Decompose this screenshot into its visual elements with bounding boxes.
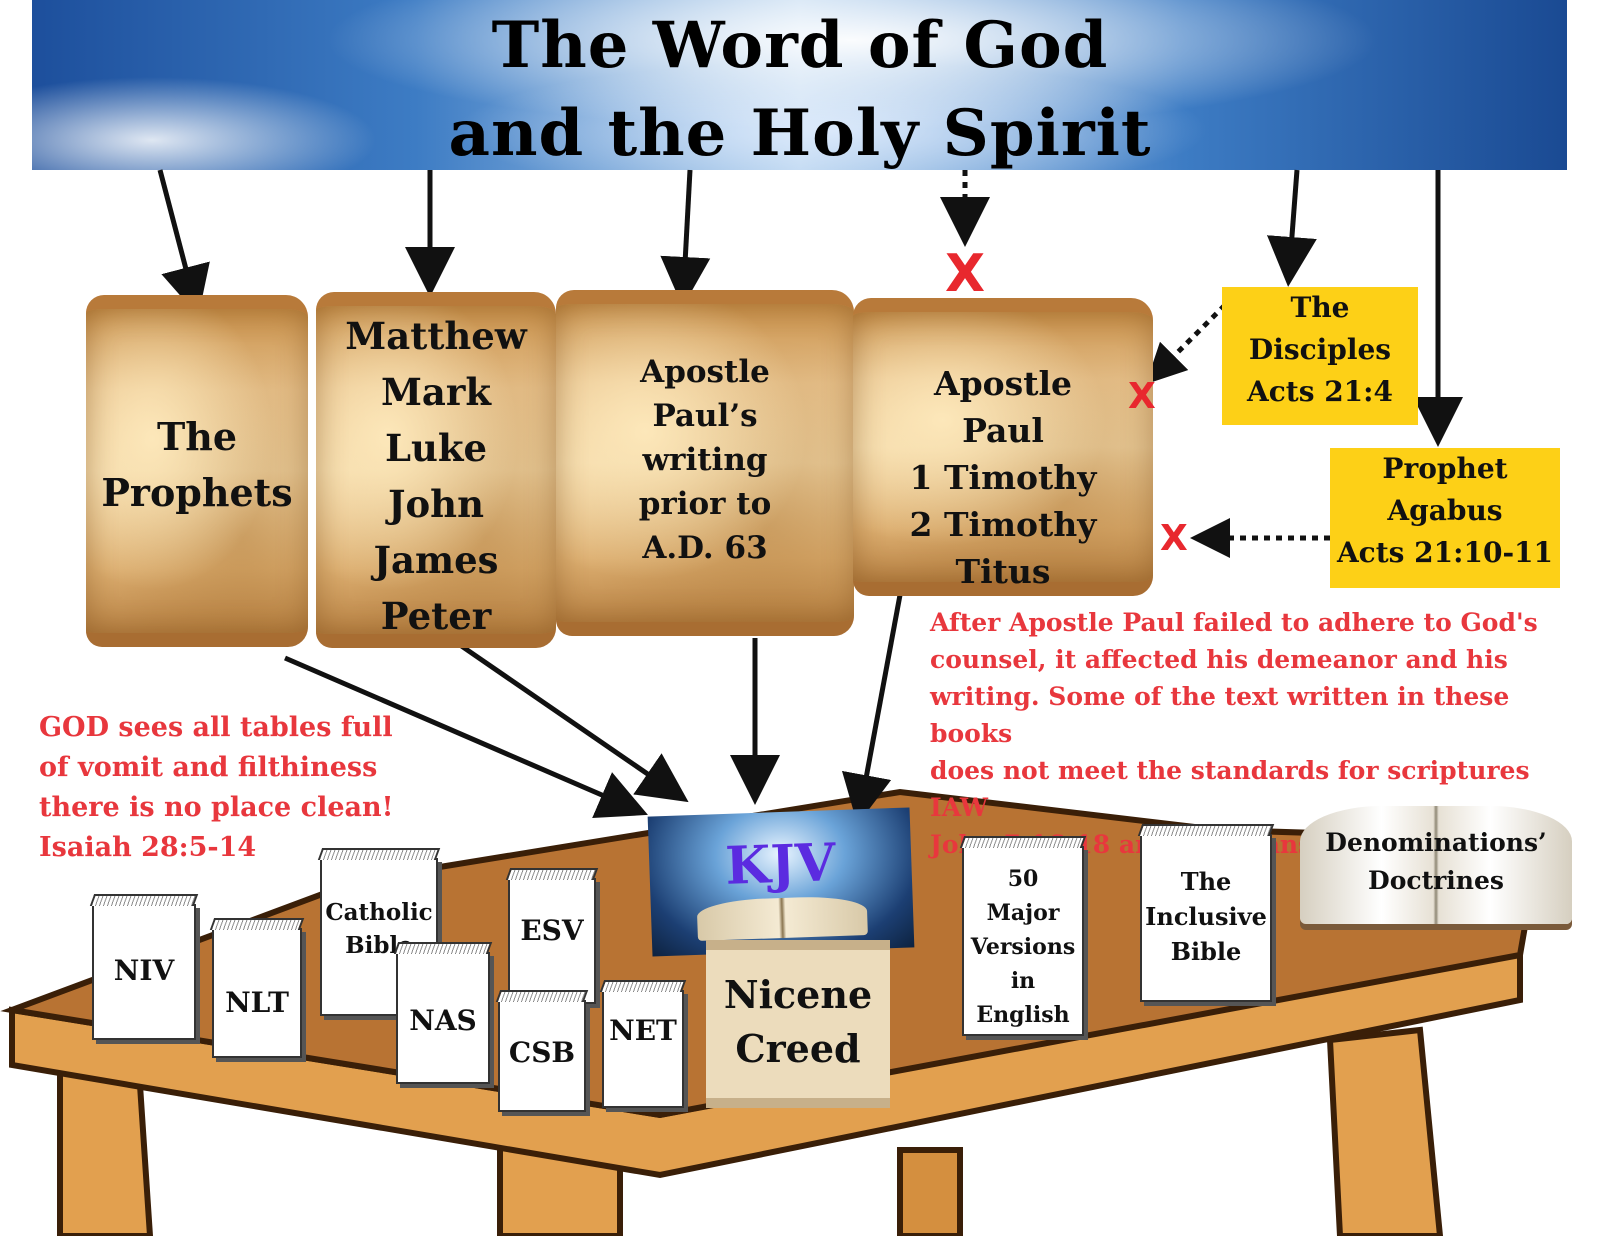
note-paul-line-4: does not meet the standards for scriptur… [930,756,1530,822]
scroll-gospels-line-3: Luke [384,426,488,470]
book-fifty-line-4: in [1010,968,1036,994]
book-inclusive-line-2: Inclusive [1145,902,1267,931]
scroll-prophets-line-2: Prophets [101,470,293,515]
note-god-line-3: there is no place clean! [39,792,394,823]
book-niv: NIV [92,904,196,1040]
denominations-line-2: Doctrines [1368,866,1504,895]
note-paul: After Apostle Paul failed to adhere to G… [930,604,1590,863]
book-fifty-line-1: 50 [1007,866,1039,892]
kjv-bible-image: KJV [647,807,915,957]
scroll-prophets: The Prophets [86,295,308,647]
book-fifty-versions: 50 Major Versions in English [962,846,1084,1036]
red-x-mark-agabus: X [1160,518,1188,559]
note-god-line-4: Isaiah 28:5-14 [39,832,257,863]
book-inclusive: The Inclusive Bible [1140,834,1272,1002]
book-inclusive-line-1: The [1180,867,1232,896]
red-x-mark-disciples: X [1128,376,1156,417]
nicene-line-1: Nicene [723,972,873,1017]
sky-banner [32,0,1567,170]
note-paul-line-3: writing. Some of the text written in the… [930,682,1510,748]
scroll-paul-later-line-2: Paul [962,411,1044,450]
box-agabus: Prophet Agabus Acts 21:10-11 [1330,448,1560,588]
book-net: NET [602,990,684,1108]
book-csb: CSB [498,1000,586,1112]
note-god-line-2: of vomit and filthiness [39,752,378,783]
box-disciples-line-3: Acts 21:4 [1246,375,1393,408]
box-agabus-line-3: Acts 21:10-11 [1336,536,1554,569]
scroll-paul-later-line-4: 2 Timothy [909,505,1097,544]
scroll-paul-prior: Apostle Paul’s writing prior to A.D. 63 [556,290,854,636]
box-agabus-line-2: Agabus [1387,494,1503,527]
scroll-prophets-line-1: The [156,414,238,459]
note-paul-line-2: counsel, it affected his demeanor and hi… [930,645,1508,674]
book-fifty-line-3: Versions [970,934,1076,960]
note-paul-line-1: After Apostle Paul failed to adhere to G… [930,608,1538,637]
box-disciples-line-1: The [1290,291,1350,324]
scroll-gospels-line-5: James [373,538,499,582]
book-esv: ESV [508,878,596,1004]
kjv-label: KJV [724,832,837,897]
scroll-paul-prior-line-2: Paul’s [652,398,758,434]
scroll-paul-later-line-1: Apostle [933,364,1073,403]
book-fifty-line-2: Major [986,900,1060,926]
nicene-line-2: Creed [735,1026,861,1071]
book-fifty-line-5: English [976,1002,1070,1028]
denominations-line-1: Denominations’ [1325,828,1547,857]
nicene-creed-scroll: Nicene Creed [706,940,890,1108]
scroll-gospels-line-1: Matthew [345,314,527,358]
book-inclusive-line-3: Bible [1170,937,1242,966]
denominations-book: Denominations’ Doctrines [1300,806,1572,924]
box-disciples-line-2: Disciples [1248,333,1392,366]
note-god: GOD sees all tables full of vomit and fi… [39,708,419,868]
scroll-gospels-line-2: Mark [380,370,492,414]
scroll-paul-prior-line-1: Apostle [640,354,770,390]
title-line-2: and the Holy Spirit [448,96,1152,171]
scroll-paul-later-line-3: 1 Timothy [909,458,1097,497]
book-nlt: NLT [212,928,302,1058]
arrows [157,169,1463,825]
box-agabus-line-1: Prophet [1382,452,1508,485]
table-legs [57,1026,1444,1236]
scroll-gospels: Matthew Mark Luke John James Peter [316,292,556,648]
scroll-paul-prior-line-5: A.D. 63 [642,530,768,566]
scroll-gospels-line-6: Peter [380,594,492,638]
scroll-paul-later: Apostle Paul 1 Timothy 2 Timothy Titus [853,298,1153,596]
scroll-paul-later-line-5: Titus [955,552,1051,591]
box-disciples: The Disciples Acts 21:4 [1222,287,1418,425]
book-catholic-line-1: Catholic [325,899,433,926]
red-x-mark: X [945,244,986,304]
scroll-paul-prior-line-3: writing [642,442,768,478]
scroll-paul-prior-line-4: prior to [638,486,772,522]
book-nas: NAS [396,952,490,1084]
note-god-line-1: GOD sees all tables full [39,712,393,743]
open-book-icon [696,895,868,941]
scroll-gospels-line-4: John [388,482,484,526]
title-line-1: The Word of God [491,8,1109,83]
